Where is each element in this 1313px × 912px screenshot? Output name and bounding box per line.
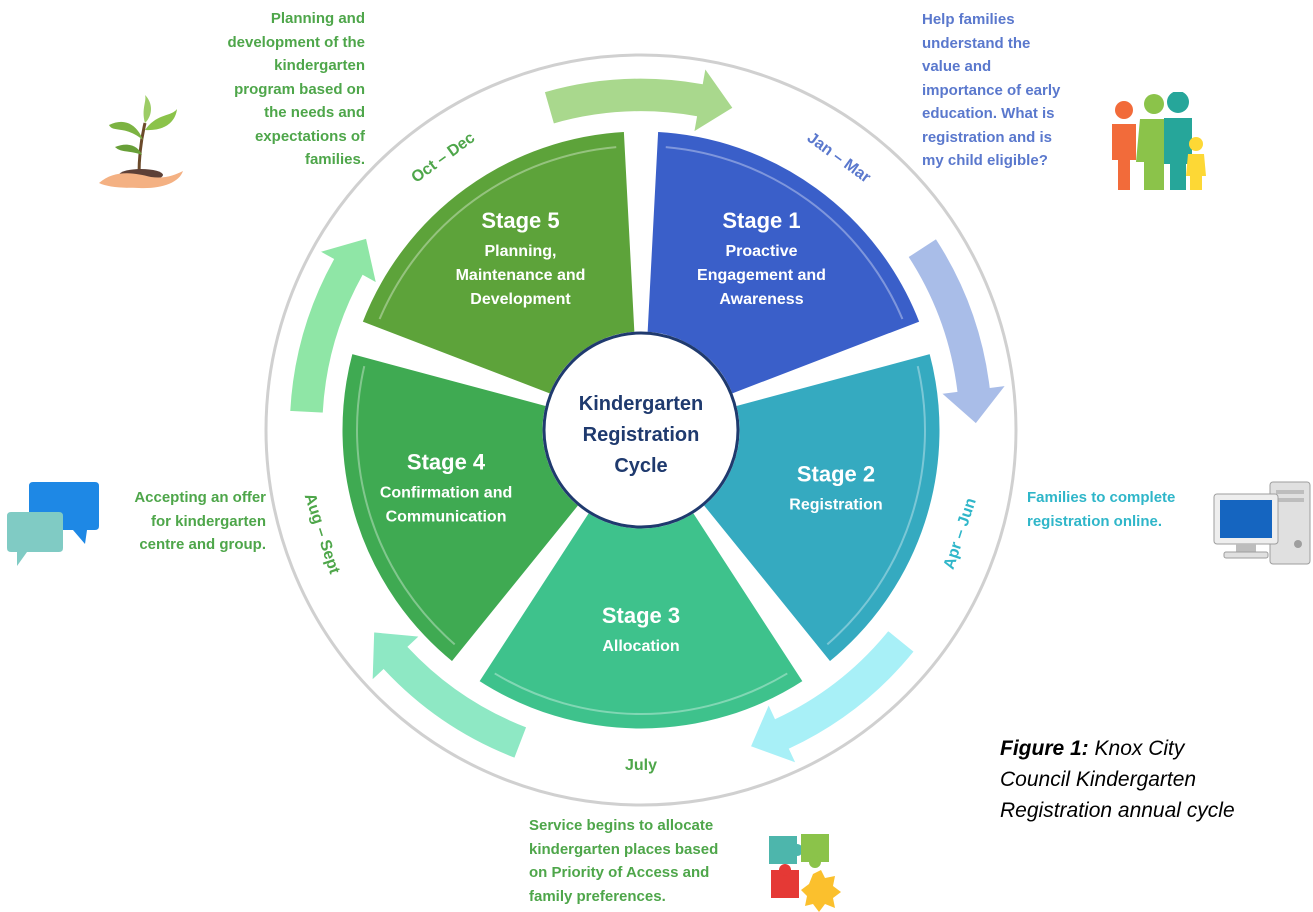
stage-3-period: July: [625, 757, 657, 774]
stage-5-title: Stage 5: [481, 208, 559, 233]
cycle-arrow-3: [749, 629, 916, 765]
stage-1-label-line: Proactive: [725, 243, 797, 260]
stage-3-highlight: [494, 672, 788, 715]
stage3-note: Service begins to allocate kindergarten …: [529, 817, 719, 905]
stage4-note: Accepting an offer for kindergarten cent…: [134, 489, 266, 553]
stage-4-label-line: Communication: [386, 508, 507, 525]
stage2-note: Families to complete registration online…: [1027, 489, 1176, 530]
center-title-line2: Registration: [583, 424, 700, 446]
puzzle-icon: [769, 834, 841, 912]
computer-icon: [1213, 481, 1311, 565]
cycle-arrow-5: [288, 236, 378, 415]
stage-3-label-line: Allocation: [602, 638, 679, 655]
stage-4-highlight: [356, 365, 456, 646]
stage-5-label-line: Development: [470, 291, 571, 308]
center-circle: [542, 331, 740, 529]
stage-4-title: Stage 4: [407, 449, 486, 474]
stage-1-label-line: Engagement and: [697, 267, 826, 284]
stage-1-title: Stage 1: [722, 208, 800, 233]
stage-2-title: Stage 2: [797, 461, 875, 486]
cycle-arrow-4: [371, 630, 529, 760]
family-icon: [1112, 92, 1206, 190]
stage-5-label-line: Maintenance and: [456, 267, 586, 284]
stage-2-label-line: Registration: [789, 496, 882, 513]
stage-1-label-line: Awareness: [719, 291, 803, 308]
cycle-arrow-2: [906, 237, 1008, 426]
stage1-note: Help families understand the value and i…: [922, 11, 1061, 169]
stage-5-label-line: Planning,: [485, 243, 557, 260]
chat-bubbles-icon: [7, 482, 99, 566]
cycle-arrow-1: [543, 65, 735, 135]
seedling-hand-icon: [99, 95, 183, 189]
stage5-note: Planning and development of the kinderga…: [227, 10, 365, 168]
figure-caption-label: Figure 1:: [1000, 737, 1089, 760]
stage-4-label-line: Confirmation and: [380, 484, 512, 501]
stage-5-highlight: [378, 146, 617, 320]
stage-3-title: Stage 3: [602, 603, 680, 628]
stage-2-highlight: [826, 365, 926, 646]
center-title-line3: Cycle: [614, 455, 667, 477]
stage-1-highlight: [665, 146, 904, 320]
center-title-line1: Kindergarten: [579, 393, 703, 415]
